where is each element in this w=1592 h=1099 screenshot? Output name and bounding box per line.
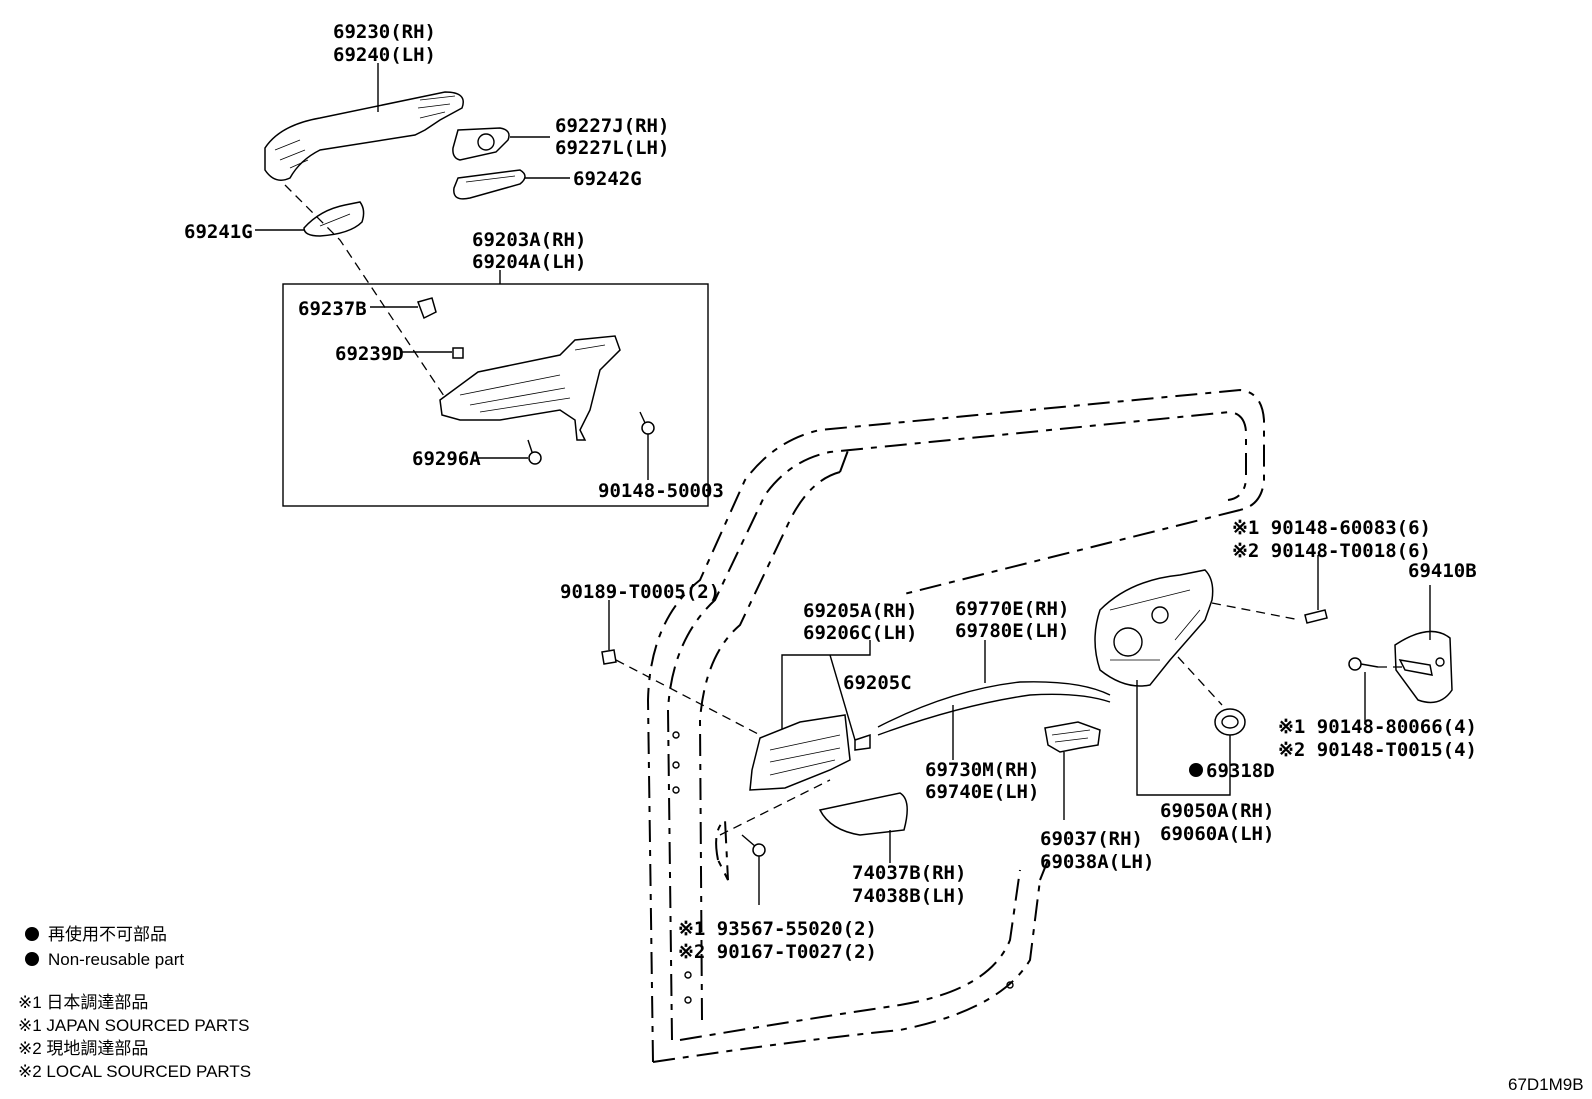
dash-screw bbox=[719, 779, 831, 836]
screw-90148-80066 bbox=[1348, 657, 1379, 671]
label-69296A: 69296A bbox=[412, 448, 481, 470]
label-69237B: 69237B bbox=[298, 298, 367, 320]
label-69242G: 69242G bbox=[573, 168, 642, 190]
pad-74037B bbox=[818, 792, 908, 836]
part-69205C bbox=[854, 733, 871, 751]
label-69206C: 69206C(LH) bbox=[803, 622, 917, 644]
outer-handle-part bbox=[264, 91, 464, 181]
label-69318D: 69318D bbox=[1206, 760, 1275, 782]
screw-90148-60083 bbox=[1304, 609, 1328, 624]
legend-local-jp: ※2 現地調達部品 bbox=[18, 1039, 148, 1058]
label-69227L: 69227L(LH) bbox=[555, 137, 669, 159]
nonreusable-dot-69318D bbox=[1189, 763, 1203, 777]
label-69239D: 69239D bbox=[335, 343, 404, 365]
label-69205C: 69205C bbox=[843, 672, 912, 694]
label-93567-55020: ※1 93567-55020(2) bbox=[678, 918, 877, 940]
legend-nonreusable-jp: 再使用不可部品 bbox=[48, 924, 167, 944]
dash-lock-screw bbox=[1211, 602, 1301, 621]
label-90148-T0018: ※2 90148-T0018(6) bbox=[1232, 540, 1431, 562]
legend-japan-jp: ※1 日本調達部品 bbox=[18, 993, 148, 1012]
small-part-69239D bbox=[452, 347, 464, 359]
label-69240: 69240(LH) bbox=[333, 44, 436, 66]
label-74038B: 74038B(LH) bbox=[852, 885, 966, 907]
door-outline bbox=[646, 388, 1265, 1063]
label-69203A: 69203A(RH) bbox=[472, 229, 586, 251]
bracket-69050A bbox=[1136, 680, 1231, 796]
frame-assembly-box bbox=[282, 283, 709, 507]
label-90189: 90189-T0005(2) bbox=[560, 581, 720, 603]
label-69037: 69037(RH) bbox=[1040, 828, 1143, 850]
leader-69205C bbox=[829, 654, 856, 741]
screw-93567 bbox=[741, 834, 766, 857]
label-90148-T0015: ※2 90148-T0015(4) bbox=[1278, 739, 1477, 761]
dash-clip bbox=[615, 659, 761, 736]
striker-69410B bbox=[1394, 630, 1453, 704]
handle-pad-part bbox=[453, 169, 526, 200]
seal-69318D bbox=[1214, 708, 1246, 736]
small-part-69237B bbox=[417, 297, 437, 320]
screw-90148-50003 bbox=[639, 411, 655, 435]
lever-69037 bbox=[1044, 721, 1101, 753]
label-69204A: 69204A(LH) bbox=[472, 251, 586, 273]
handle-gasket-part bbox=[303, 201, 365, 237]
label-90148-50003: 90148-50003 bbox=[598, 480, 724, 502]
handle-frame-part bbox=[439, 335, 621, 441]
label-90148-60083: ※1 90148-60083(6) bbox=[1232, 517, 1431, 539]
legend-japan-en: ※1 JAPAN SOURCED PARTS bbox=[18, 1016, 250, 1035]
label-69241G: 69241G bbox=[184, 221, 253, 243]
dash-handle-frame bbox=[284, 184, 461, 421]
label-90167-T0027: ※2 90167-T0027(2) bbox=[678, 941, 877, 963]
label-74037B: 74037B(RH) bbox=[852, 862, 966, 884]
legend-nonreusable-en: Non-reusable part bbox=[48, 950, 184, 969]
clip-90189 bbox=[601, 649, 617, 665]
door-lock-part bbox=[1094, 569, 1214, 687]
label-69410B: 69410B bbox=[1408, 560, 1477, 582]
legend-local-en: ※2 LOCAL SOURCED PARTS bbox=[18, 1062, 251, 1081]
handle-cap-part bbox=[452, 127, 510, 161]
bracket-69205A bbox=[781, 640, 871, 730]
legend-dot-en bbox=[25, 952, 39, 966]
cable-upper bbox=[877, 681, 1111, 728]
dash-lock-seal bbox=[1177, 656, 1223, 706]
label-69730M: 69730M(RH) bbox=[925, 759, 1039, 781]
inside-handle-part bbox=[749, 714, 851, 791]
screw-69296A bbox=[527, 439, 542, 465]
label-69740E: 69740E(LH) bbox=[925, 781, 1039, 803]
legend-dot-jp bbox=[25, 927, 39, 941]
label-69230: 69230(RH) bbox=[333, 21, 436, 43]
label-69780E: 69780E(LH) bbox=[955, 620, 1069, 642]
diagram-id: 67D1M9B bbox=[1508, 1075, 1584, 1094]
label-69227J: 69227J(RH) bbox=[555, 115, 669, 137]
label-69205A: 69205A(RH) bbox=[803, 600, 917, 622]
cable-lower bbox=[877, 693, 1111, 736]
label-69770E: 69770E(RH) bbox=[955, 598, 1069, 620]
label-69050A: 69050A(RH) bbox=[1160, 800, 1274, 822]
label-69038A: 69038A(LH) bbox=[1040, 851, 1154, 873]
label-69060A: 69060A(LH) bbox=[1160, 823, 1274, 845]
label-90148-80066: ※1 90148-80066(4) bbox=[1278, 716, 1477, 738]
